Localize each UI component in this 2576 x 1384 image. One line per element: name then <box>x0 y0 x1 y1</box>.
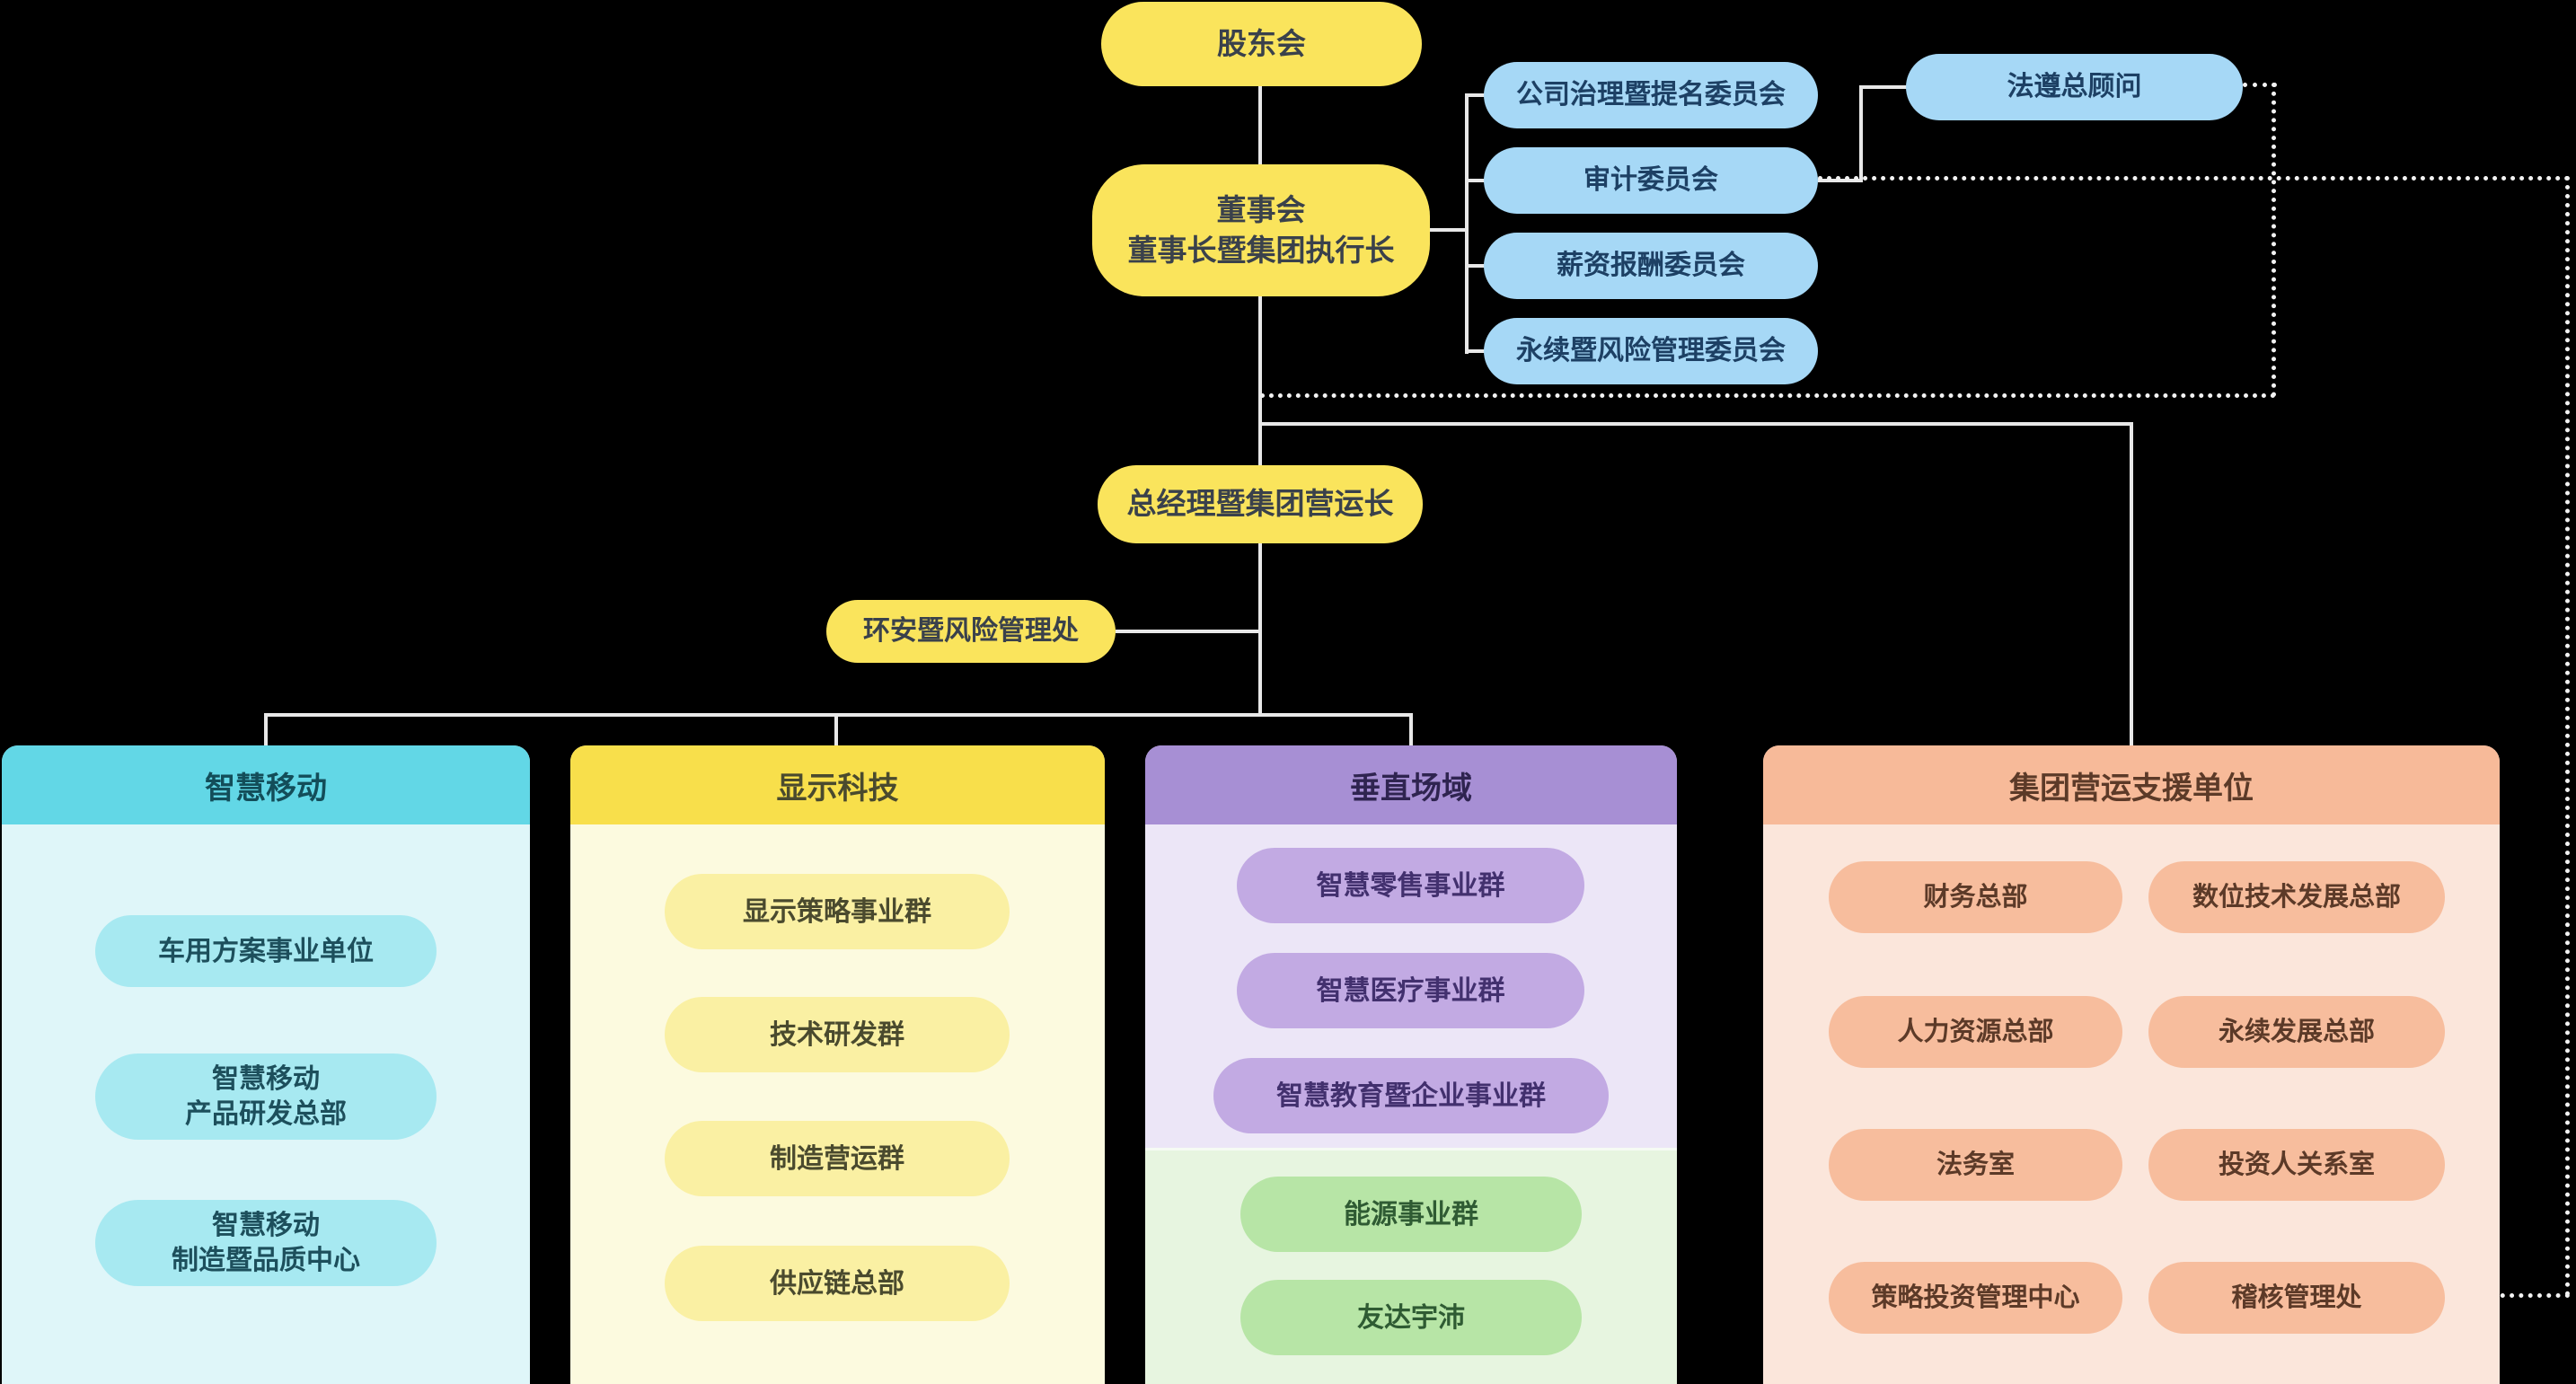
node-committee-audit: 审计委员会 <box>1484 147 1818 214</box>
connector-committee-stub-4 <box>1467 349 1486 353</box>
dotted-right-edge <box>2565 176 2570 1297</box>
card-display-tech-header: 显示科技 <box>570 745 1105 824</box>
dotted-audit-right <box>1818 176 2570 181</box>
connector-support-branch-h <box>1258 422 2133 426</box>
card-display-tech: 显示科技 显示策略事业群 技术研发群 制造营运群 供应链总部 <box>570 745 1105 1384</box>
unit-pill-mobility-mfg-quality: 智慧移动 制造暨品质中心 <box>95 1200 437 1286</box>
connector-distribution <box>264 713 1413 717</box>
unit-pill-display-strategy: 显示策略事业群 <box>665 874 1010 949</box>
card-vertical-fields: 垂直场域 智慧零售事业群 智慧医疗事业群 智慧教育暨企业事业群 能源事业群 友达… <box>1145 745 1677 1384</box>
connector-board-coo <box>1258 296 1262 467</box>
connector-audit-compliance-h2 <box>1859 85 1908 89</box>
card-vertical-fields-header: 垂直场域 <box>1145 745 1677 824</box>
unit-pill-mobility-rd: 智慧移动 产品研发总部 <box>95 1053 437 1140</box>
dotted-compliance-to-trunk <box>1260 393 2276 398</box>
connector-support-branch-v <box>2130 422 2133 747</box>
node-president-coo: 总经理暨集团营运长 <box>1098 465 1423 543</box>
unit-pill-energy: 能源事业群 <box>1240 1177 1582 1252</box>
connector-committee-stub-1 <box>1467 93 1486 97</box>
card-support-units-header: 集团营运支援单位 <box>1763 745 2500 824</box>
connector-committee-bracket <box>1465 93 1469 354</box>
unit-pill-legal: 法务室 <box>1829 1129 2122 1201</box>
unit-pill-finance: 财务总部 <box>1829 861 2122 933</box>
unit-pill-hr: 人力资源总部 <box>1829 996 2122 1068</box>
unit-pill-tech-rd: 技术研发群 <box>665 997 1010 1072</box>
unit-pill-auo-envirotech: 友达宇沛 <box>1240 1280 1582 1355</box>
card-vertical-section-divider <box>1145 1148 1677 1150</box>
unit-pill-supply-chain: 供应链总部 <box>665 1246 1010 1321</box>
unit-pill-strategic-investment: 策略投资管理中心 <box>1829 1262 2122 1334</box>
connector-audit-compliance-h1 <box>1818 179 1863 182</box>
unit-pill-digital-tech: 数位技术发展总部 <box>2148 861 2445 933</box>
connector-board-bracket <box>1429 228 1467 232</box>
connector-drop-display <box>834 713 838 747</box>
card-smart-mobility-header: 智慧移动 <box>2 745 530 824</box>
unit-pill-manufacturing-ops: 制造营运群 <box>665 1121 1010 1196</box>
dotted-audit-to-internal-audit <box>2445 1293 2570 1298</box>
unit-pill-sustainability: 永续发展总部 <box>2148 996 2445 1068</box>
node-committee-governance: 公司治理暨提名委员会 <box>1484 62 1818 128</box>
node-chief-compliance-counsel: 法遵总顾问 <box>1906 54 2243 120</box>
node-committee-compensation: 薪资报酬委员会 <box>1484 233 1818 299</box>
dotted-compliance-down <box>2272 83 2276 397</box>
dotted-compliance-right <box>2243 83 2277 87</box>
unit-pill-smart-healthcare: 智慧医疗事业群 <box>1237 953 1584 1028</box>
connector-audit-compliance-v <box>1859 85 1863 182</box>
unit-pill-investor-relations: 投资人关系室 <box>2148 1129 2445 1201</box>
connector-drop-vertical <box>1409 713 1413 747</box>
node-committee-sustainability-risk: 永续暨风险管理委员会 <box>1484 318 1818 384</box>
unit-pill-internal-audit: 稽核管理处 <box>2148 1262 2445 1334</box>
connector-committee-stub-3 <box>1467 264 1486 268</box>
unit-pill-smart-retail: 智慧零售事业群 <box>1237 848 1584 923</box>
unit-pill-smart-education-enterprise: 智慧教育暨企业事业群 <box>1213 1058 1609 1133</box>
connector-shareholders-board <box>1258 84 1262 165</box>
card-smart-mobility: 智慧移动 车用方案事业单位 智慧移动 产品研发总部 智慧移动 制造暨品质中心 <box>2 745 530 1384</box>
node-ehs-risk-division: 环安暨风险管理处 <box>826 600 1116 663</box>
connector-drop-mobility <box>264 713 268 747</box>
node-shareholders: 股东会 <box>1101 2 1422 86</box>
unit-pill-automotive: 车用方案事业单位 <box>95 915 437 987</box>
connector-ehs-trunk <box>1116 630 1260 633</box>
connector-coo-distribution <box>1258 542 1262 717</box>
connector-committee-stub-2 <box>1467 179 1486 182</box>
node-board: 董事会 董事长暨集团执行长 <box>1092 164 1430 296</box>
card-support-units: 集团营运支援单位 财务总部 人力资源总部 法务室 策略投资管理中心 数位技术发展… <box>1763 745 2500 1384</box>
